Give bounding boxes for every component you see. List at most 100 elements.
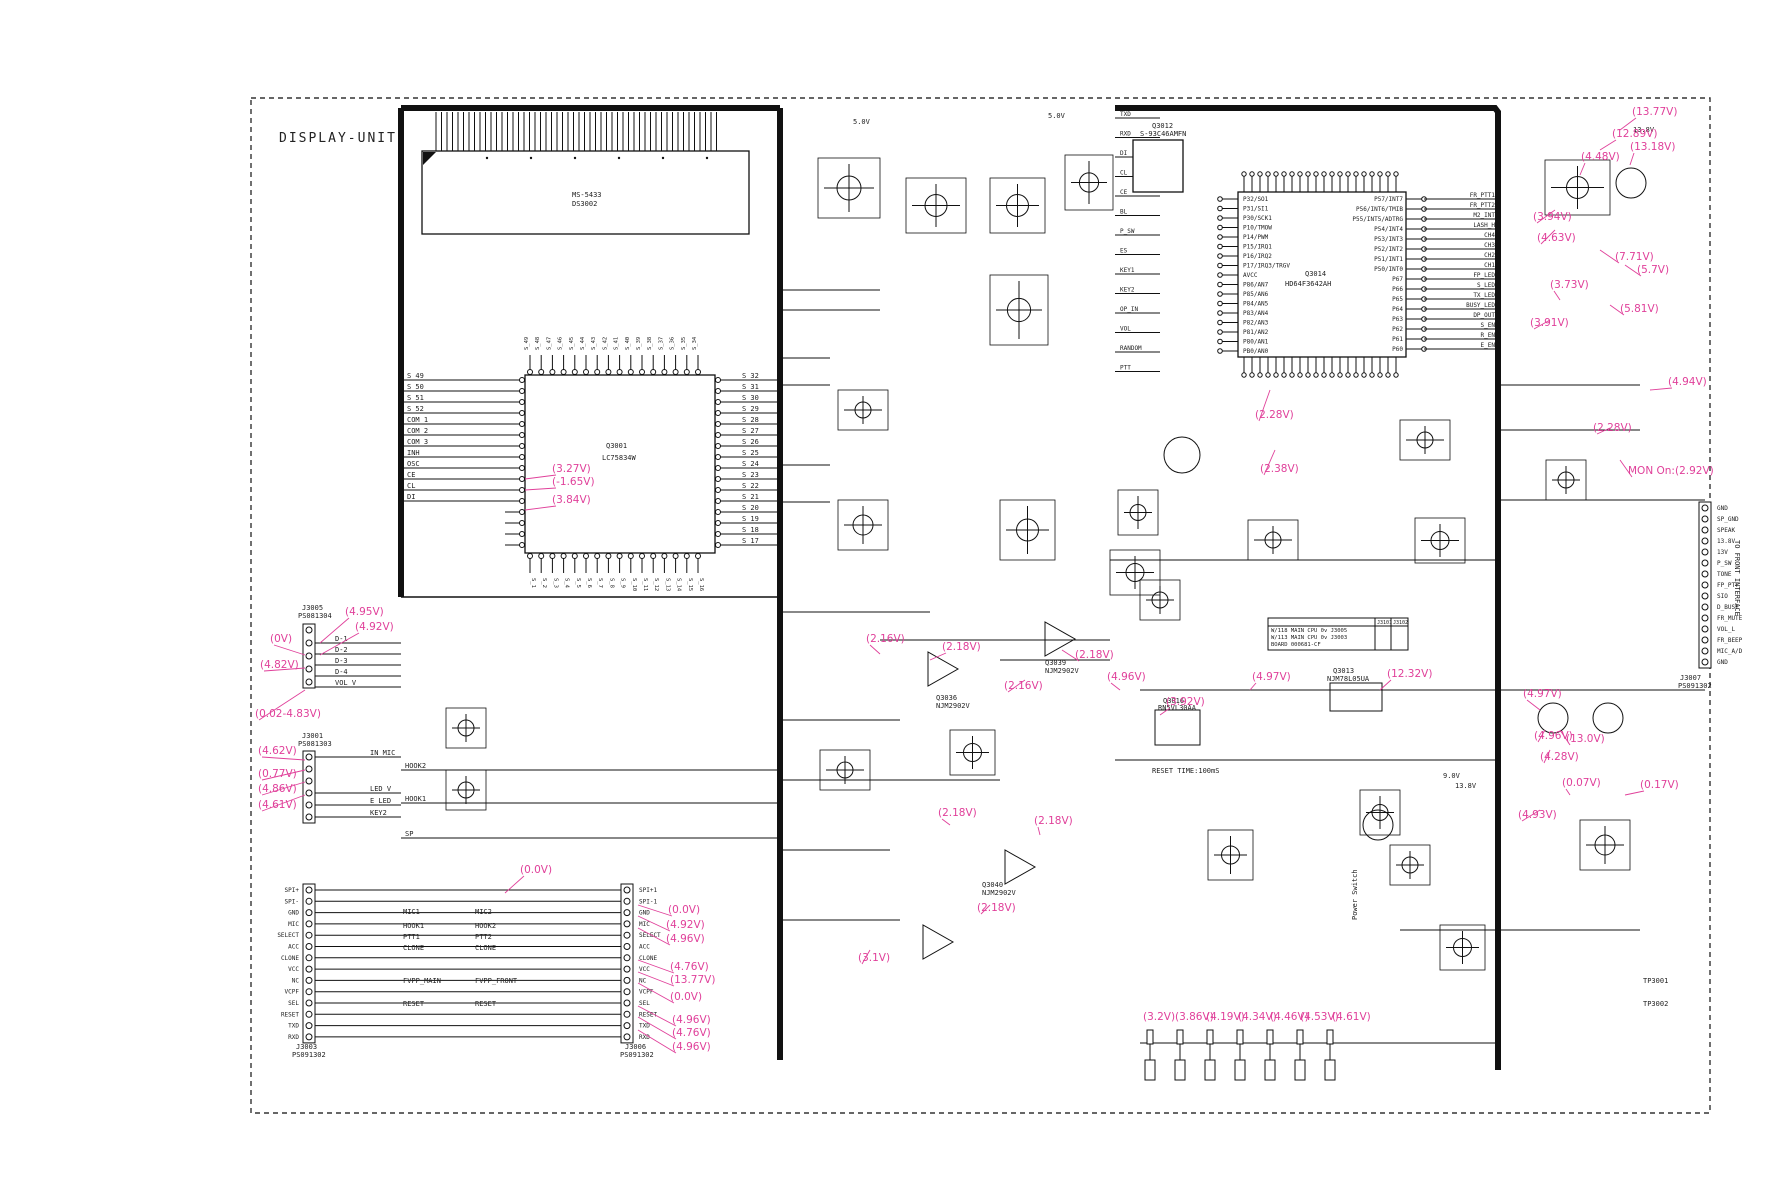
volt-right-top-9: (5.81V) (1620, 303, 1659, 315)
cpu-left-pin-3: P10/TMOW (1243, 225, 1272, 232)
volt-keys-0: (3.2V) (1143, 1011, 1175, 1023)
regulator-box (1329, 682, 1383, 712)
j3003-pin-1: SPI- (285, 898, 299, 905)
lcd-pin-bot-7: S_8 (608, 578, 614, 588)
lcd-pin-top-1: S_48 (535, 337, 541, 350)
harness-right-0: MIC2 (475, 908, 492, 916)
cpu-right-net-15: E_EN (1481, 342, 1496, 349)
hook1-net: HOOK1 (405, 795, 426, 803)
eeprom-part: S-93C46AMFN (1140, 130, 1186, 138)
j3003-ref: J3003 (296, 1043, 317, 1051)
lcd-right-net-6: S_26 (742, 438, 759, 446)
rail-5v-b: 5.0V (1048, 112, 1066, 120)
volt-bottom-8: (4.76V) (672, 1027, 711, 1039)
lcd-pin-top-13: S_36 (670, 337, 676, 350)
lcd-pin-bot-6: S_7 (597, 578, 603, 588)
lcd-label-2: DS3002 (572, 200, 597, 208)
opamp-b-part: NJM2902V (1045, 667, 1080, 675)
opamp-a-part: NJM2902V (936, 702, 971, 710)
lcd-pin-top-0: S_49 (524, 337, 530, 350)
cpu-left-net-8: KEY1 (1120, 267, 1135, 274)
j3006-pin-9: VCPF (639, 989, 654, 996)
lcd-left-net-3: S_52 (407, 405, 424, 413)
cpu-right-pin-3: P54/INT4 (1374, 226, 1403, 233)
cpu-left-pin-8: AVCC (1243, 272, 1258, 279)
lcd-pin-top-10: S_39 (636, 337, 642, 350)
cpu-left-pin-4: P14/PWM (1243, 234, 1269, 241)
j3006-pin-10: SEL (639, 1000, 650, 1007)
cpu-left-pin-1: P31/SI1 (1243, 206, 1269, 213)
volt-right-top-10: (3.91V) (1530, 317, 1569, 329)
cpu-left-net-4: CE (1120, 189, 1128, 196)
j3001-ref: J3001 (302, 732, 323, 740)
key-res-1 (1176, 1029, 1184, 1045)
reset-ic-box (1154, 709, 1201, 746)
cpu-right-pin-7: P50/INT0 (1374, 266, 1403, 273)
version-row-3: BOARD 000681-CF (1271, 642, 1321, 648)
lcd-pin-bot-5: S_6 (586, 578, 592, 588)
harness-left-0: MIC1 (403, 908, 420, 916)
cpu-left-pin-15: P80/AN1 (1243, 339, 1269, 346)
lcd-right-net-9: S_23 (742, 471, 759, 479)
cpu-left-net-5: BL (1120, 209, 1128, 216)
j3006-pin-7: VCC (639, 966, 650, 973)
key-res-5 (1296, 1029, 1304, 1045)
block-4 (989, 274, 1049, 346)
j3003-part: PS091302 (292, 1051, 326, 1059)
volt-audio-5: (2.18V) (1034, 815, 1073, 827)
cpu-left-net-13: PTT (1120, 365, 1131, 372)
key-sw-6 (1324, 1059, 1336, 1081)
j3006-pin-4: SELECT (639, 932, 661, 939)
volt-audio-1: (2.18V) (942, 641, 981, 653)
j3007-pin-10: FR_MUTE (1717, 615, 1743, 622)
lcd-left-net-5: COM_2 (407, 427, 428, 435)
j3006-pin-8: NC (639, 977, 647, 984)
key-sw-4 (1264, 1059, 1276, 1081)
cpu-right-net-7: CH1 (1484, 262, 1495, 269)
lcd-left-net-0: S_49 (407, 372, 424, 380)
volt-bottom-0: (0.0V) (520, 864, 552, 876)
block-14 (1544, 159, 1611, 216)
cpu-right-pin-1: P56/INT6/TMIB (1356, 206, 1403, 213)
lcd-pin-top-7: S_42 (602, 337, 608, 350)
block-3 (1064, 154, 1114, 211)
j3007-part: PS091302 (1678, 682, 1712, 690)
volt-bottom-2: (4.92V) (666, 919, 705, 931)
cpu-left-pin-labels: P32/SO1P31/SI1P30/SCK1P10/TMOWP14/PWMP15… (1243, 196, 1290, 355)
lcd-pin-top-15: S_34 (692, 336, 698, 350)
opamp-c-part: NJM2902V (982, 889, 1017, 897)
j3003-pin-6: CLONE (281, 955, 299, 962)
volt-right-top-11: (4.94V) (1668, 376, 1707, 388)
q-transistor-a (1362, 809, 1394, 841)
regulator-part: NJM78L05UA (1327, 675, 1370, 683)
cpu-left-pin-11: P84/AN5 (1243, 301, 1269, 308)
hook2-net: HOOK2 (405, 762, 426, 770)
volt-right-bottom-3: (4.28V) (1540, 751, 1579, 763)
lcd-pin-top-4: S_45 (569, 337, 575, 350)
harness-nets: MIC1HOOK1PTT1CLONEFVPP_MAINRESETMIC2HOOK… (315, 762, 780, 1038)
volt-keys-5: (4.53V) (1300, 1011, 1339, 1023)
cpu-ref: Q3014 (1305, 270, 1326, 278)
lcd-pin-bot-0: S_1 (530, 578, 536, 588)
j3001-net-0: IN_MIC (370, 749, 395, 757)
volt-audio-0: (2.16V) (866, 633, 905, 645)
volt-bottom-5: (13.77V) (670, 974, 715, 986)
block-24 (1139, 579, 1181, 621)
key-res-4 (1266, 1029, 1274, 1045)
volt-right-bottom-0: (4.97V) (1523, 688, 1562, 700)
lcd-pin-bot-9: S_10 (631, 578, 637, 591)
j3006-pin-12: TXD (639, 1023, 650, 1030)
key-sw-1 (1174, 1059, 1186, 1081)
block-19 (1389, 844, 1431, 886)
lcd-right-net-13: S_19 (742, 515, 759, 523)
j3007-pin-9: D_BUSY (1717, 604, 1739, 611)
volt-right-bottom-4: (0.07V) (1562, 777, 1601, 789)
key-sw-2 (1204, 1059, 1216, 1081)
j3005-net-0: D-1 (335, 635, 348, 643)
volt-lcd-0: (3.27V) (552, 463, 591, 475)
lcd-right-net-10: S_22 (742, 482, 759, 490)
opamp-0 (927, 651, 960, 687)
lcd-left-net-1: S_50 (407, 383, 424, 391)
volt-audio-2: (2.16V) (1004, 680, 1043, 692)
